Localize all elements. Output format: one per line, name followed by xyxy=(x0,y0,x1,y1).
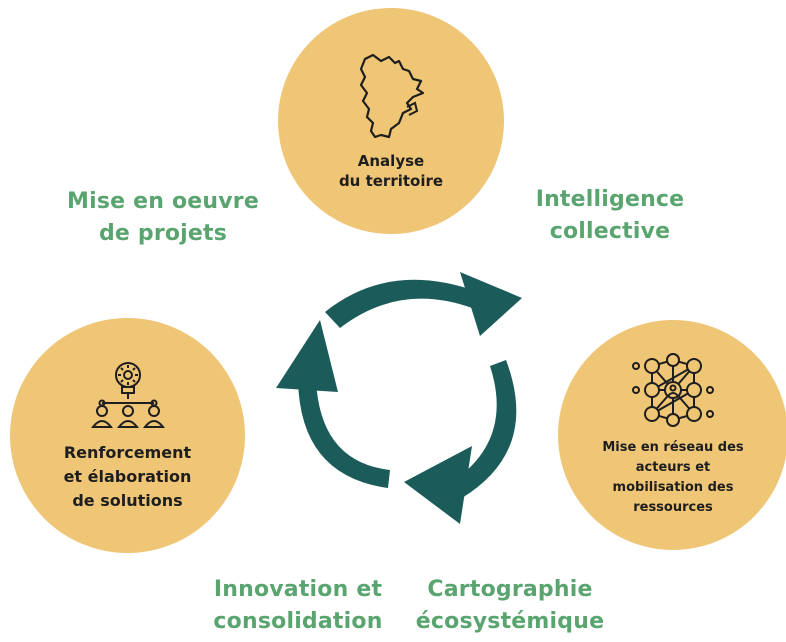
cycle-arrow-left xyxy=(298,380,390,488)
quebec-map-icon xyxy=(359,53,425,138)
label-mise-en-oeuvre: Mise en oeuvre de projets xyxy=(67,189,259,246)
cycle-arrowhead-left xyxy=(276,320,338,392)
label-intelligence-collective: Intelligence collective xyxy=(535,187,685,244)
label-cartographie: Cartographie écosystémique xyxy=(415,577,605,634)
node-mise-en-reseau: Mise en réseau des acteurs et mobilisati… xyxy=(558,320,786,550)
node-label: Mise en réseau des acteurs et mobilisati… xyxy=(602,439,744,516)
cycle-arrow-right xyxy=(452,360,517,498)
cycle-arrows-icon xyxy=(276,272,522,524)
cycle-arrowhead-top xyxy=(460,272,522,336)
cycle-arrowhead-right xyxy=(404,446,472,524)
label-innovation-consolidation: Innovation et consolidation xyxy=(213,577,383,634)
lightbulb-team-icon xyxy=(90,361,165,428)
node-label: Renforcement et élaboration de solutions xyxy=(63,442,192,510)
node-renforcement: Renforcement et élaboration de solutions xyxy=(10,318,245,553)
node-label: Analyse du territoire xyxy=(338,151,444,190)
node-analyse-territoire: Analyse du territoire xyxy=(278,8,504,234)
cycle-arrow-top xyxy=(325,279,478,328)
network-people-icon xyxy=(632,352,714,427)
